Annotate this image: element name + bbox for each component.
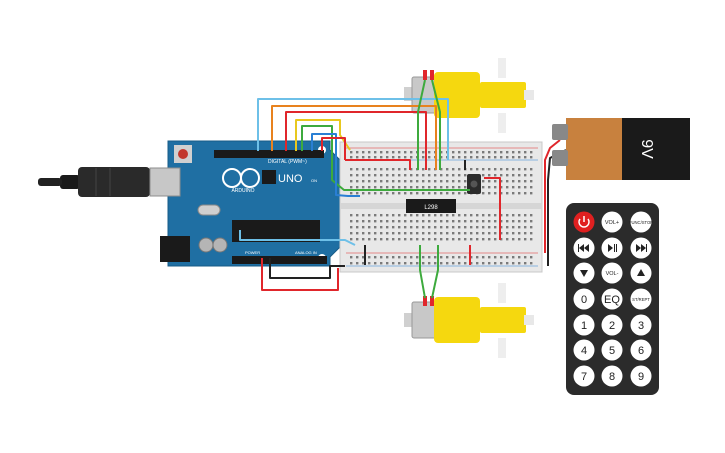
play-pause-icon [608,244,617,252]
board-model: UNO [278,173,303,185]
remote-button-label: 8 [609,371,615,383]
remote-button-label: 0 [581,294,587,306]
remote-button-5[interactable]: 5 [601,339,623,361]
remote-button-eq[interactable]: EQ [601,288,623,310]
chip-label: L298 [424,205,438,211]
remote-button-label: 5 [609,345,615,357]
power-label: POWER [245,250,260,255]
remote-button-label: 7 [581,371,587,383]
remote-button-3[interactable]: 3 [630,314,652,336]
battery-label: 9V [638,139,655,159]
board-brand: ARDUINO [231,188,254,194]
remote-button-prev[interactable] [573,237,595,259]
led-on-label: ON [311,178,317,183]
remote-button-func-stop[interactable]: FUNC/STOP [629,211,653,233]
power-icon [578,216,590,228]
arduino-uno-board[interactable]: ARDUINO UNO DIGITAL (PWM~) POWER ANALOG … [149,140,341,267]
remote-button-7[interactable]: 7 [573,365,595,387]
atmega-chip [232,220,320,242]
power-jack [160,236,190,262]
motor-top[interactable] [404,58,534,133]
l298-chip: L298 [406,199,456,213]
remote-button-vol-minus[interactable]: VOL- [601,262,623,284]
remote-button-label: VOL- [606,271,619,277]
digital-label: DIGITAL (PWM~) [268,159,307,165]
remote-button-label: VOL+ [605,220,619,226]
digital-header[interactable] [214,150,324,158]
remote-button-label: 3 [638,320,644,332]
remote-button-6[interactable]: 6 [630,339,652,361]
power-analog-header[interactable] [232,256,327,264]
triangle-up-icon [637,269,645,276]
battery-9v[interactable]: 9V [552,118,690,180]
remote-button-label: 9 [638,371,644,383]
remote-button-down[interactable] [573,262,595,284]
remote-button-label: FUNC/STOP [629,220,653,225]
wires[interactable] [239,79,567,299]
remote-button-label: ST/REPT [632,297,650,302]
triangle-down-icon [580,270,588,277]
remote-button-power[interactable] [573,211,595,233]
remote-button-4[interactable]: 4 [573,339,595,361]
remote-button-st-rept[interactable]: ST/REPT [630,288,652,310]
remote-button-2[interactable]: 2 [601,314,623,336]
remote-button-label: 6 [638,345,644,357]
remote-button-play-pause[interactable] [601,237,623,259]
motor-bottom[interactable] [404,283,534,358]
remote-button-label: EQ [604,294,620,306]
ir-receiver [467,174,481,194]
ir-remote[interactable]: VOL+ FUNC/STOP VOL- 0 EQ ST/REPT 1 2 3 4 5 6 7 8 9 [566,203,659,395]
remote-button-label: 4 [581,345,587,357]
remote-button-next[interactable] [630,237,652,259]
skip-back-icon [578,244,589,252]
remote-button-label: 2 [609,320,615,332]
analog-label: ANALOG IN [295,250,317,255]
remote-button-0[interactable]: 0 [573,288,595,310]
remote-button-up[interactable] [630,262,652,284]
skip-forward-icon [636,244,647,252]
remote-button-1[interactable]: 1 [573,314,595,336]
remote-button-vol-plus[interactable]: VOL+ [601,211,623,233]
remote-button-label: 1 [581,320,587,332]
remote-button-9[interactable]: 9 [630,365,652,387]
remote-button-8[interactable]: 8 [601,365,623,387]
breadboard-holes [350,151,533,265]
